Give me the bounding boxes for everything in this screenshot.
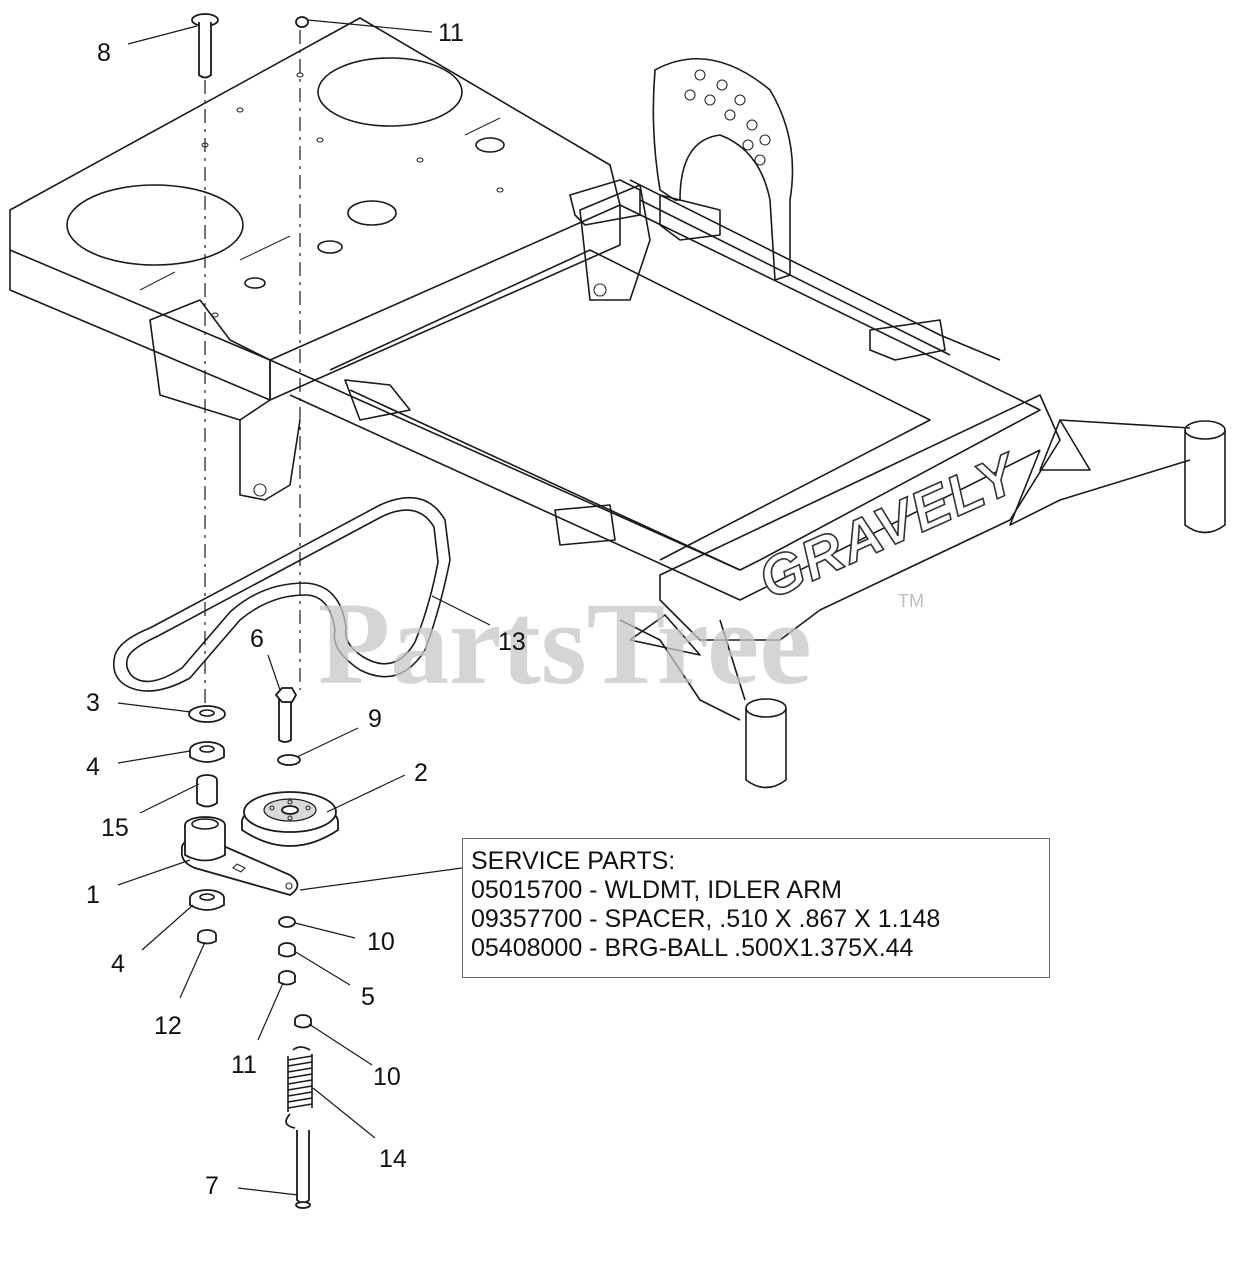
callout-6: 6	[250, 625, 264, 653]
part-bearing-upper	[189, 741, 225, 763]
callout-7: 7	[205, 1172, 219, 1200]
leader-lines	[117, 19, 491, 1196]
service-part-row: 05408000 - BRG-BALL .500X1.375X.44	[471, 934, 914, 962]
part-pin-top	[191, 13, 219, 79]
part-idler-arm	[180, 816, 299, 896]
callout-10: 10	[367, 928, 395, 956]
part-washer-10-lower	[294, 1014, 312, 1029]
callout-1: 1	[86, 881, 100, 909]
callout-9: 9	[368, 705, 382, 733]
part-washer-9	[277, 754, 301, 766]
assembly-center-lines	[204, 30, 301, 705]
part-clip-top	[295, 16, 309, 28]
callout-13: 13	[498, 628, 526, 656]
callout-4: 4	[86, 753, 100, 781]
callout-2: 2	[414, 759, 428, 787]
callout-15: 15	[101, 814, 129, 842]
callout-11-lower: 11	[231, 1051, 257, 1079]
service-part-row: 05015700 - WLDMT, IDLER ARM	[471, 876, 842, 904]
idler-parts	[180, 13, 339, 1209]
part-washer-10	[278, 916, 296, 928]
callout-12: 12	[154, 1012, 182, 1040]
service-parts-title: SERVICE PARTS:	[471, 847, 676, 875]
part-nut	[197, 929, 217, 945]
drive-belt	[112, 497, 451, 692]
callout-4-lower: 4	[111, 950, 125, 978]
callout-10-lower: 10	[373, 1063, 401, 1091]
part-pin-bottom	[295, 1130, 311, 1209]
callout-labels: 8 11 13 6 3 9 2 4 15 1 4 12 10 5 11 10 1…	[86, 19, 526, 1200]
callout-5: 5	[361, 983, 375, 1011]
part-washer-3	[188, 705, 226, 723]
part-idler-pulley	[241, 791, 339, 847]
callout-11: 11	[438, 19, 464, 47]
part-clip-lower	[278, 970, 296, 986]
callout-3: 3	[86, 689, 100, 717]
callout-8: 8	[97, 39, 111, 67]
part-bolt	[274, 687, 298, 743]
callout-14: 14	[379, 1145, 407, 1173]
part-bearing-lower	[189, 889, 225, 911]
part-spacer	[196, 774, 218, 808]
service-part-row: 09357700 - SPACER, .510 X .867 X 1.148	[471, 905, 941, 933]
part-spring	[285, 1046, 313, 1129]
service-parts-box: SERVICE PARTS: 05015700 - WLDMT, IDLER A…	[462, 838, 1050, 978]
watermark-trademark: TM	[898, 591, 924, 611]
watermark-text: PartsTree	[318, 578, 812, 709]
part-spacer-5	[278, 942, 296, 958]
